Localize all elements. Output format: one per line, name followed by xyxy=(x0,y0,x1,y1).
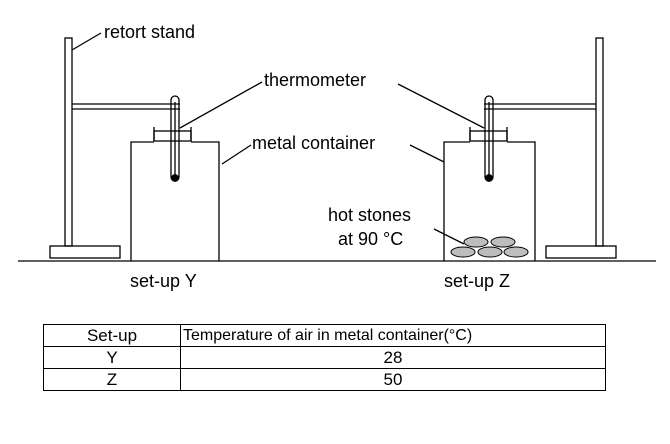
setup-z-apparatus xyxy=(443,37,617,261)
table-row: Z 50 xyxy=(43,368,606,391)
leader-thermometer-y xyxy=(179,81,263,129)
label-hot-stones-2: at 90 °C xyxy=(338,229,403,249)
leader-metal-container-y xyxy=(221,144,252,165)
metal-container-y xyxy=(130,141,220,261)
label-thermometer: thermometer xyxy=(264,70,366,90)
experiment-diagram: retort stand thermometer metal container… xyxy=(18,22,656,291)
label-setup-z: set-up Z xyxy=(444,271,510,291)
label-retort-stand: retort stand xyxy=(104,22,195,42)
retort-stand-rod-z xyxy=(595,37,604,247)
leader-hot-stones xyxy=(433,228,465,245)
cell-setup: Y xyxy=(43,346,181,369)
leader-thermometer-z xyxy=(397,83,485,129)
label-metal-container: metal container xyxy=(252,133,375,153)
header-temperature: Temperature of air in metal container(°C… xyxy=(180,324,606,347)
table-header-row: Set-up Temperature of air in metal conta… xyxy=(43,324,606,347)
label-setup-y: set-up Y xyxy=(130,271,197,291)
hot-stones xyxy=(450,236,529,258)
results-table: Set-up Temperature of air in metal conta… xyxy=(43,324,606,391)
cell-temperature: 50 xyxy=(180,368,606,391)
leader-metal-container-z xyxy=(409,144,445,163)
table-row: Y 28 xyxy=(43,346,606,369)
retort-stand-base-z xyxy=(545,245,617,259)
retort-stand-rod-y xyxy=(64,37,73,247)
label-hot-stones-1: hot stones xyxy=(328,205,411,225)
retort-stand-base-y xyxy=(49,245,121,259)
cell-temperature: 28 xyxy=(180,346,606,369)
header-setup: Set-up xyxy=(43,324,181,347)
leader-retort-stand xyxy=(71,32,102,51)
stopper-y xyxy=(153,130,192,142)
metal-container-z xyxy=(443,141,536,261)
cell-setup: Z xyxy=(43,368,181,391)
setup-y-apparatus xyxy=(49,37,220,261)
